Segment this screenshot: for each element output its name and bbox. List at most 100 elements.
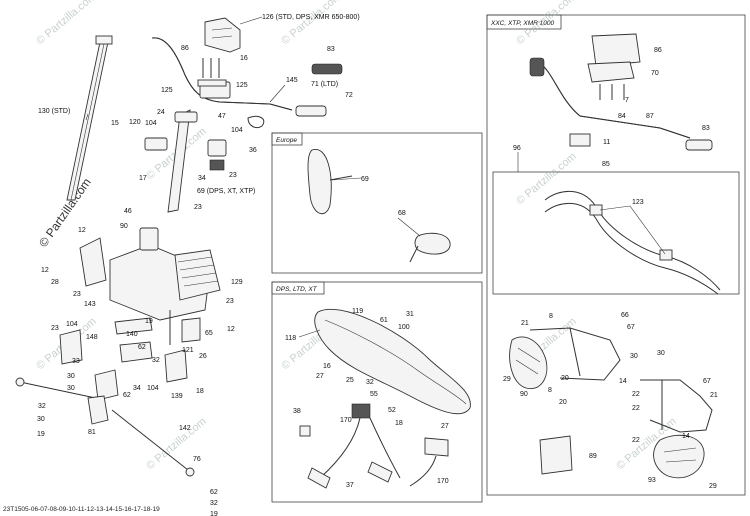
- callout-120: 120: [129, 119, 141, 126]
- xxc-frame-label: XXC, XTP, XMR 1000: [490, 20, 554, 27]
- callout-129: 129: [231, 279, 243, 286]
- callout-16: 16: [240, 55, 248, 62]
- callout-55: 55: [370, 391, 378, 398]
- callout-86b: 86: [654, 47, 662, 54]
- callout-126: 126 (STD, DPS, XMR 650-800): [262, 14, 360, 21]
- steering-column: [66, 35, 113, 201]
- callout-148: 148: [86, 334, 98, 341]
- callout-20b: 20: [559, 399, 567, 406]
- mirror-69: [307, 149, 353, 215]
- steering-housing: [79, 227, 221, 321]
- callout-85: 85: [602, 161, 610, 168]
- callout-8: 8: [549, 313, 553, 320]
- callout-93: 93: [648, 477, 656, 484]
- callout-30b-xxc: 30: [657, 350, 665, 357]
- callout-34: 34: [198, 175, 206, 182]
- callout-12: 12: [78, 227, 86, 234]
- callout-62b: 62: [123, 392, 131, 399]
- callout-25: 25: [346, 377, 354, 384]
- callout-31: 31: [406, 311, 414, 318]
- callout-19: 19: [145, 318, 153, 325]
- callout-14b: 14: [682, 433, 690, 440]
- callout-21b: 21: [710, 392, 718, 399]
- callout-30b: 30: [67, 385, 75, 392]
- callout-30c: 30: [37, 416, 45, 423]
- callout-70: 70: [651, 70, 659, 77]
- callout-15: 15: [111, 120, 119, 127]
- watermark-layer: © Partzilla.com © Partzilla.com © Partzi…: [34, 0, 678, 472]
- xxc-bracket-right: [640, 379, 713, 433]
- xxc-handguard-123: [544, 190, 721, 295]
- callout-19b: 19: [37, 431, 45, 438]
- callout-26: 26: [199, 353, 207, 360]
- dps-frame-tab: [271, 281, 325, 295]
- callout-22c: 22: [632, 437, 640, 444]
- callout-86: 86: [181, 45, 189, 52]
- callout-119: 119: [352, 308, 363, 315]
- callout-96: 96: [513, 145, 521, 152]
- callout-170: 170: [340, 417, 352, 424]
- callout-30: 30: [67, 373, 75, 380]
- callout-20: 20: [561, 375, 569, 382]
- callout-66: 66: [621, 312, 629, 319]
- callout-62: 62: [138, 344, 146, 351]
- callout-46: 46: [124, 208, 132, 215]
- heated-grip-harness: [299, 403, 449, 489]
- xxc-frame: [486, 14, 746, 496]
- riser-bolts: [197, 58, 227, 87]
- callout-23e: 23: [51, 325, 59, 332]
- callout-140: 140: [126, 331, 138, 338]
- europe-frame-tab: [271, 132, 303, 146]
- callout-52: 52: [388, 407, 396, 414]
- callout-29: 29: [503, 376, 511, 383]
- callout-12c: 12: [227, 326, 235, 333]
- callout-76: 76: [193, 456, 201, 463]
- callout-34b: 34: [133, 385, 141, 392]
- xxc-deflector-90: [509, 336, 548, 390]
- callout-61: 61: [380, 317, 388, 324]
- handguard-118: [314, 308, 471, 415]
- callout-32: 32: [152, 357, 160, 364]
- callout-32d: 32: [366, 379, 374, 386]
- watermark-text: © Partzilla.com: [279, 0, 343, 47]
- callout-37: 37: [346, 482, 354, 489]
- callout-22b: 22: [632, 405, 640, 412]
- callout-125: 125: [236, 82, 248, 89]
- callout-72: 72: [345, 92, 353, 99]
- callout-12b: 12: [41, 267, 49, 274]
- callout-145: 145: [286, 77, 298, 84]
- callout-62c: 62: [210, 489, 218, 496]
- xxc-deflector-93: [653, 434, 705, 479]
- callout-130: 130 (STD): [38, 108, 70, 115]
- callout-69: 69: [361, 176, 369, 183]
- xxc-handlebar: [529, 57, 713, 151]
- callout-90: 90: [120, 223, 128, 230]
- callout-170b: 170: [437, 478, 449, 485]
- callout-30-xxc: 30: [630, 353, 638, 360]
- callout-7: 7: [625, 97, 629, 104]
- xxc-frame-tab: [486, 14, 562, 30]
- callout-19c: 19: [210, 511, 218, 516]
- dps-frame: [271, 281, 483, 503]
- callout-121: 121: [182, 347, 194, 354]
- callout-8b: 8: [548, 387, 552, 394]
- callout-14: 14: [619, 378, 627, 385]
- callout-123: 123: [632, 199, 644, 206]
- callout-36: 36: [249, 147, 257, 154]
- callout-18b: 18: [395, 420, 403, 427]
- callout-33: 33: [72, 358, 80, 365]
- callout-11: 11: [603, 139, 610, 146]
- callout-89: 89: [589, 453, 597, 460]
- europe-frame-label: Europe: [276, 137, 297, 144]
- lower-steering: [59, 310, 201, 401]
- tie-rods: [15, 377, 195, 477]
- callout-67: 67: [627, 324, 635, 331]
- callout-32c: 32: [210, 500, 218, 507]
- callout-21: 21: [521, 320, 529, 327]
- callout-27b: 27: [441, 423, 449, 430]
- callout-71: 71 (LTD): [311, 81, 338, 88]
- handguard-subframe: [492, 171, 740, 295]
- xxc-pad-89: [539, 435, 573, 475]
- callout-90b: 90: [520, 391, 528, 398]
